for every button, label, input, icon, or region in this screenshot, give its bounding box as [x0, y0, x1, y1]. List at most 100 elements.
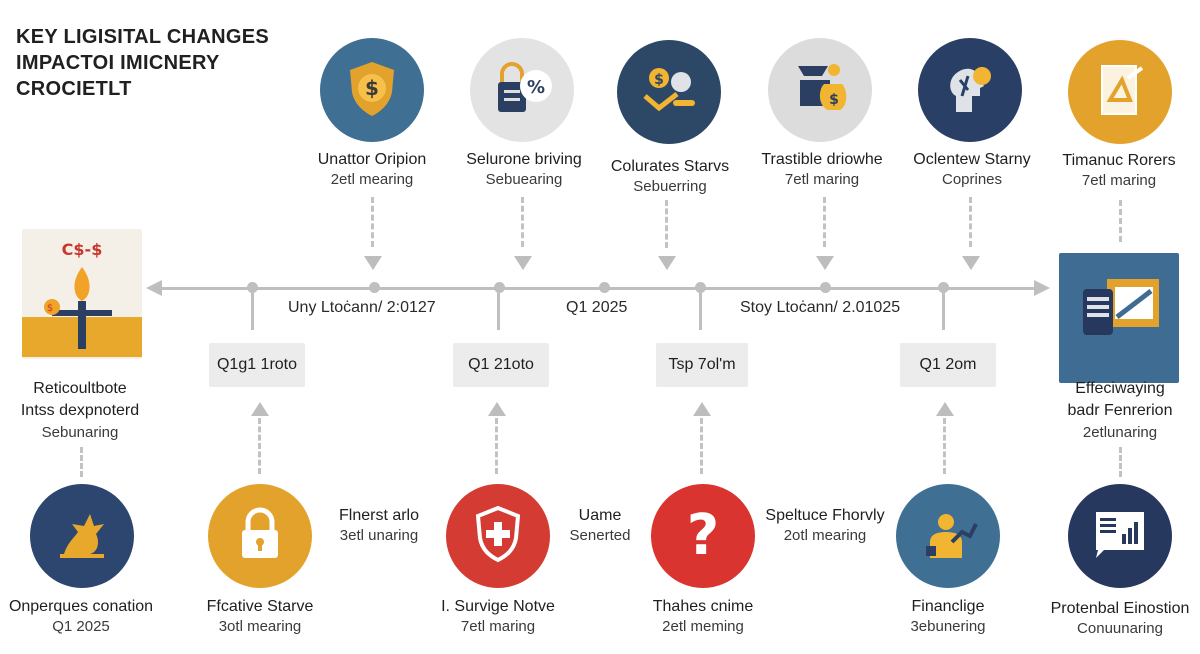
date-box-4: Q1 2om [900, 343, 996, 387]
timeline-left-arrowhead [146, 280, 162, 296]
right-panel-name-2: badr Fenrerion [1067, 402, 1173, 419]
dragon-icon [50, 502, 114, 571]
top-circle-3: $ [617, 40, 721, 144]
connector-dashed [258, 418, 261, 474]
down-arrow [816, 256, 834, 270]
top-item-name: Timanuc Rorers [1062, 152, 1176, 169]
connector-dashed [823, 197, 826, 247]
left-panel-label: Reticoultbote Intss dexpnoterd Sebunarin… [0, 378, 160, 444]
top-item-sub: Sebuerring [633, 178, 707, 195]
connector-dashed [665, 200, 668, 248]
up-arrow [936, 402, 954, 416]
connector-dashed [521, 197, 524, 247]
bottom-item-name: Financlige [911, 598, 985, 615]
bottom-circle-3 [446, 484, 550, 588]
bottom-item-sub: Conuunaring [1077, 620, 1163, 637]
money-bag-icon: $ [788, 56, 852, 125]
bottom-item-sub: 3otl mearing [218, 618, 302, 635]
top-item-sub: 7etl maring [784, 171, 860, 188]
svg-text:$: $ [47, 303, 53, 314]
top-item-name: Colurates Starvs [610, 158, 730, 175]
top-item-name: Selurone briving [466, 151, 582, 168]
left-panel-name-2: Intss dexpnoterd [20, 402, 140, 419]
top-label-2: Selurone briving Sebuearing [444, 150, 604, 190]
bottom-item-name: Thahes cnime [652, 598, 754, 615]
top-circle-1: $ [320, 38, 424, 142]
top-item-sub: Sebuearing [485, 171, 563, 188]
bottom-label-4: Thahes cnime 2etl meming [631, 597, 775, 637]
connector-dashed [1119, 447, 1122, 477]
top-item-name: Trastible driowhe [761, 151, 883, 168]
laptop-window-icon [1059, 251, 1179, 386]
connector-dashed [1119, 200, 1122, 242]
left-panel-image: C$-$ $ [22, 229, 142, 359]
lock-percent-icon: % [490, 56, 554, 125]
bottom-circle-6 [1068, 484, 1172, 588]
top-label-6: Timanuc Rorers 7etl maring [1044, 151, 1194, 191]
svg-text:?: ? [687, 503, 719, 566]
right-panel-name: Effeciwaying [1075, 380, 1165, 397]
connector-dashed [80, 447, 83, 477]
svg-text:$: $ [365, 76, 379, 100]
connector-dashed [943, 418, 946, 474]
top-circle-5 [918, 38, 1022, 142]
right-panel-image [1059, 253, 1179, 383]
timeline-tick [497, 290, 500, 330]
down-arrow [962, 256, 980, 270]
down-arrow [364, 256, 382, 270]
top-item-name: Oclentew Starny [913, 151, 1031, 168]
title-line-3: CROCIETLT [16, 78, 132, 100]
top-label-3: Colurates Starvs Sebuerring [590, 157, 750, 197]
gas-pipe-icon: C$-$ $ [22, 227, 142, 362]
left-panel-sub: Sebunaring [41, 424, 119, 441]
bottom-side-label-4: Speltuce Fhorvly 2otl mearing [758, 506, 892, 546]
bottom-item-sub: 2etl meming [662, 618, 744, 635]
top-circle-2: % [470, 38, 574, 142]
top-circle-6 [1068, 40, 1172, 144]
timeline-node [599, 282, 610, 293]
timeline-right-arrowhead [1034, 280, 1050, 296]
svg-text:$: $ [654, 72, 664, 88]
shield-dollar-icon: $ [340, 56, 404, 125]
top-item-sub: Coprines [941, 171, 1003, 188]
connector-dashed [371, 197, 374, 247]
left-panel-name: Reticoultbote [33, 380, 127, 397]
svg-text:$: $ [829, 92, 839, 108]
question-mark-icon: ? [671, 502, 735, 571]
bottom-item-sub: 7etl maring [460, 618, 536, 635]
bottom-label-2: Ffcative Starve 3otl mearing [192, 597, 328, 637]
bottom-item-name: Onperques conation [8, 598, 154, 615]
head-profile-icon [938, 56, 1002, 125]
bottom-circle-4: ? [651, 484, 755, 588]
bottom-side-sub: 3etl unaring [339, 527, 419, 544]
bottom-circle-2 [208, 484, 312, 588]
bottom-side-name: Speltuce Fhorvly [765, 507, 885, 524]
axis-label-right: Stoy Ltoċann/ 2.01025 [740, 299, 901, 316]
svg-text:C$-$: C$-$ [62, 240, 103, 259]
bottom-side-label-3: Uame Senerted [562, 506, 638, 546]
timeline-tick [699, 290, 702, 330]
bottom-item-sub: Q1 2025 [52, 618, 110, 635]
date-box-2: Q1 21oto [453, 343, 549, 387]
diagram-title: KEY LIGISITAL CHANGES IMPACTOI IMICNERY … [16, 24, 269, 102]
medical-shield-icon [466, 502, 530, 571]
bottom-side-name: Uame [578, 507, 622, 524]
bottom-item-name: I. Survige Notve [441, 598, 555, 615]
bottom-label-6: Protenbal Einostion Conuunaring [1040, 599, 1200, 639]
top-item-sub: 2etl mearing [330, 171, 414, 188]
up-arrow [251, 402, 269, 416]
top-item-sub: 7etl maring [1081, 172, 1157, 189]
connector-dashed [495, 418, 498, 474]
timeline-node [820, 282, 831, 293]
bottom-side-sub: Senerted [569, 527, 631, 544]
top-item-name: Unattor Oripion [317, 151, 427, 168]
timeline-tick [942, 290, 945, 330]
report-chart-icon [1088, 502, 1152, 571]
bottom-label-3: I. Survige Notve 7etl maring [422, 597, 574, 637]
bottom-circle-5 [896, 484, 1000, 588]
bottom-side-sub: 2otl mearing [783, 527, 867, 544]
axis-label-mid: Q1 2025 [566, 299, 628, 316]
bottom-circle-1 [30, 484, 134, 588]
bottom-label-5: Financlige 3ebunering [876, 597, 1020, 637]
down-arrow [514, 256, 532, 270]
